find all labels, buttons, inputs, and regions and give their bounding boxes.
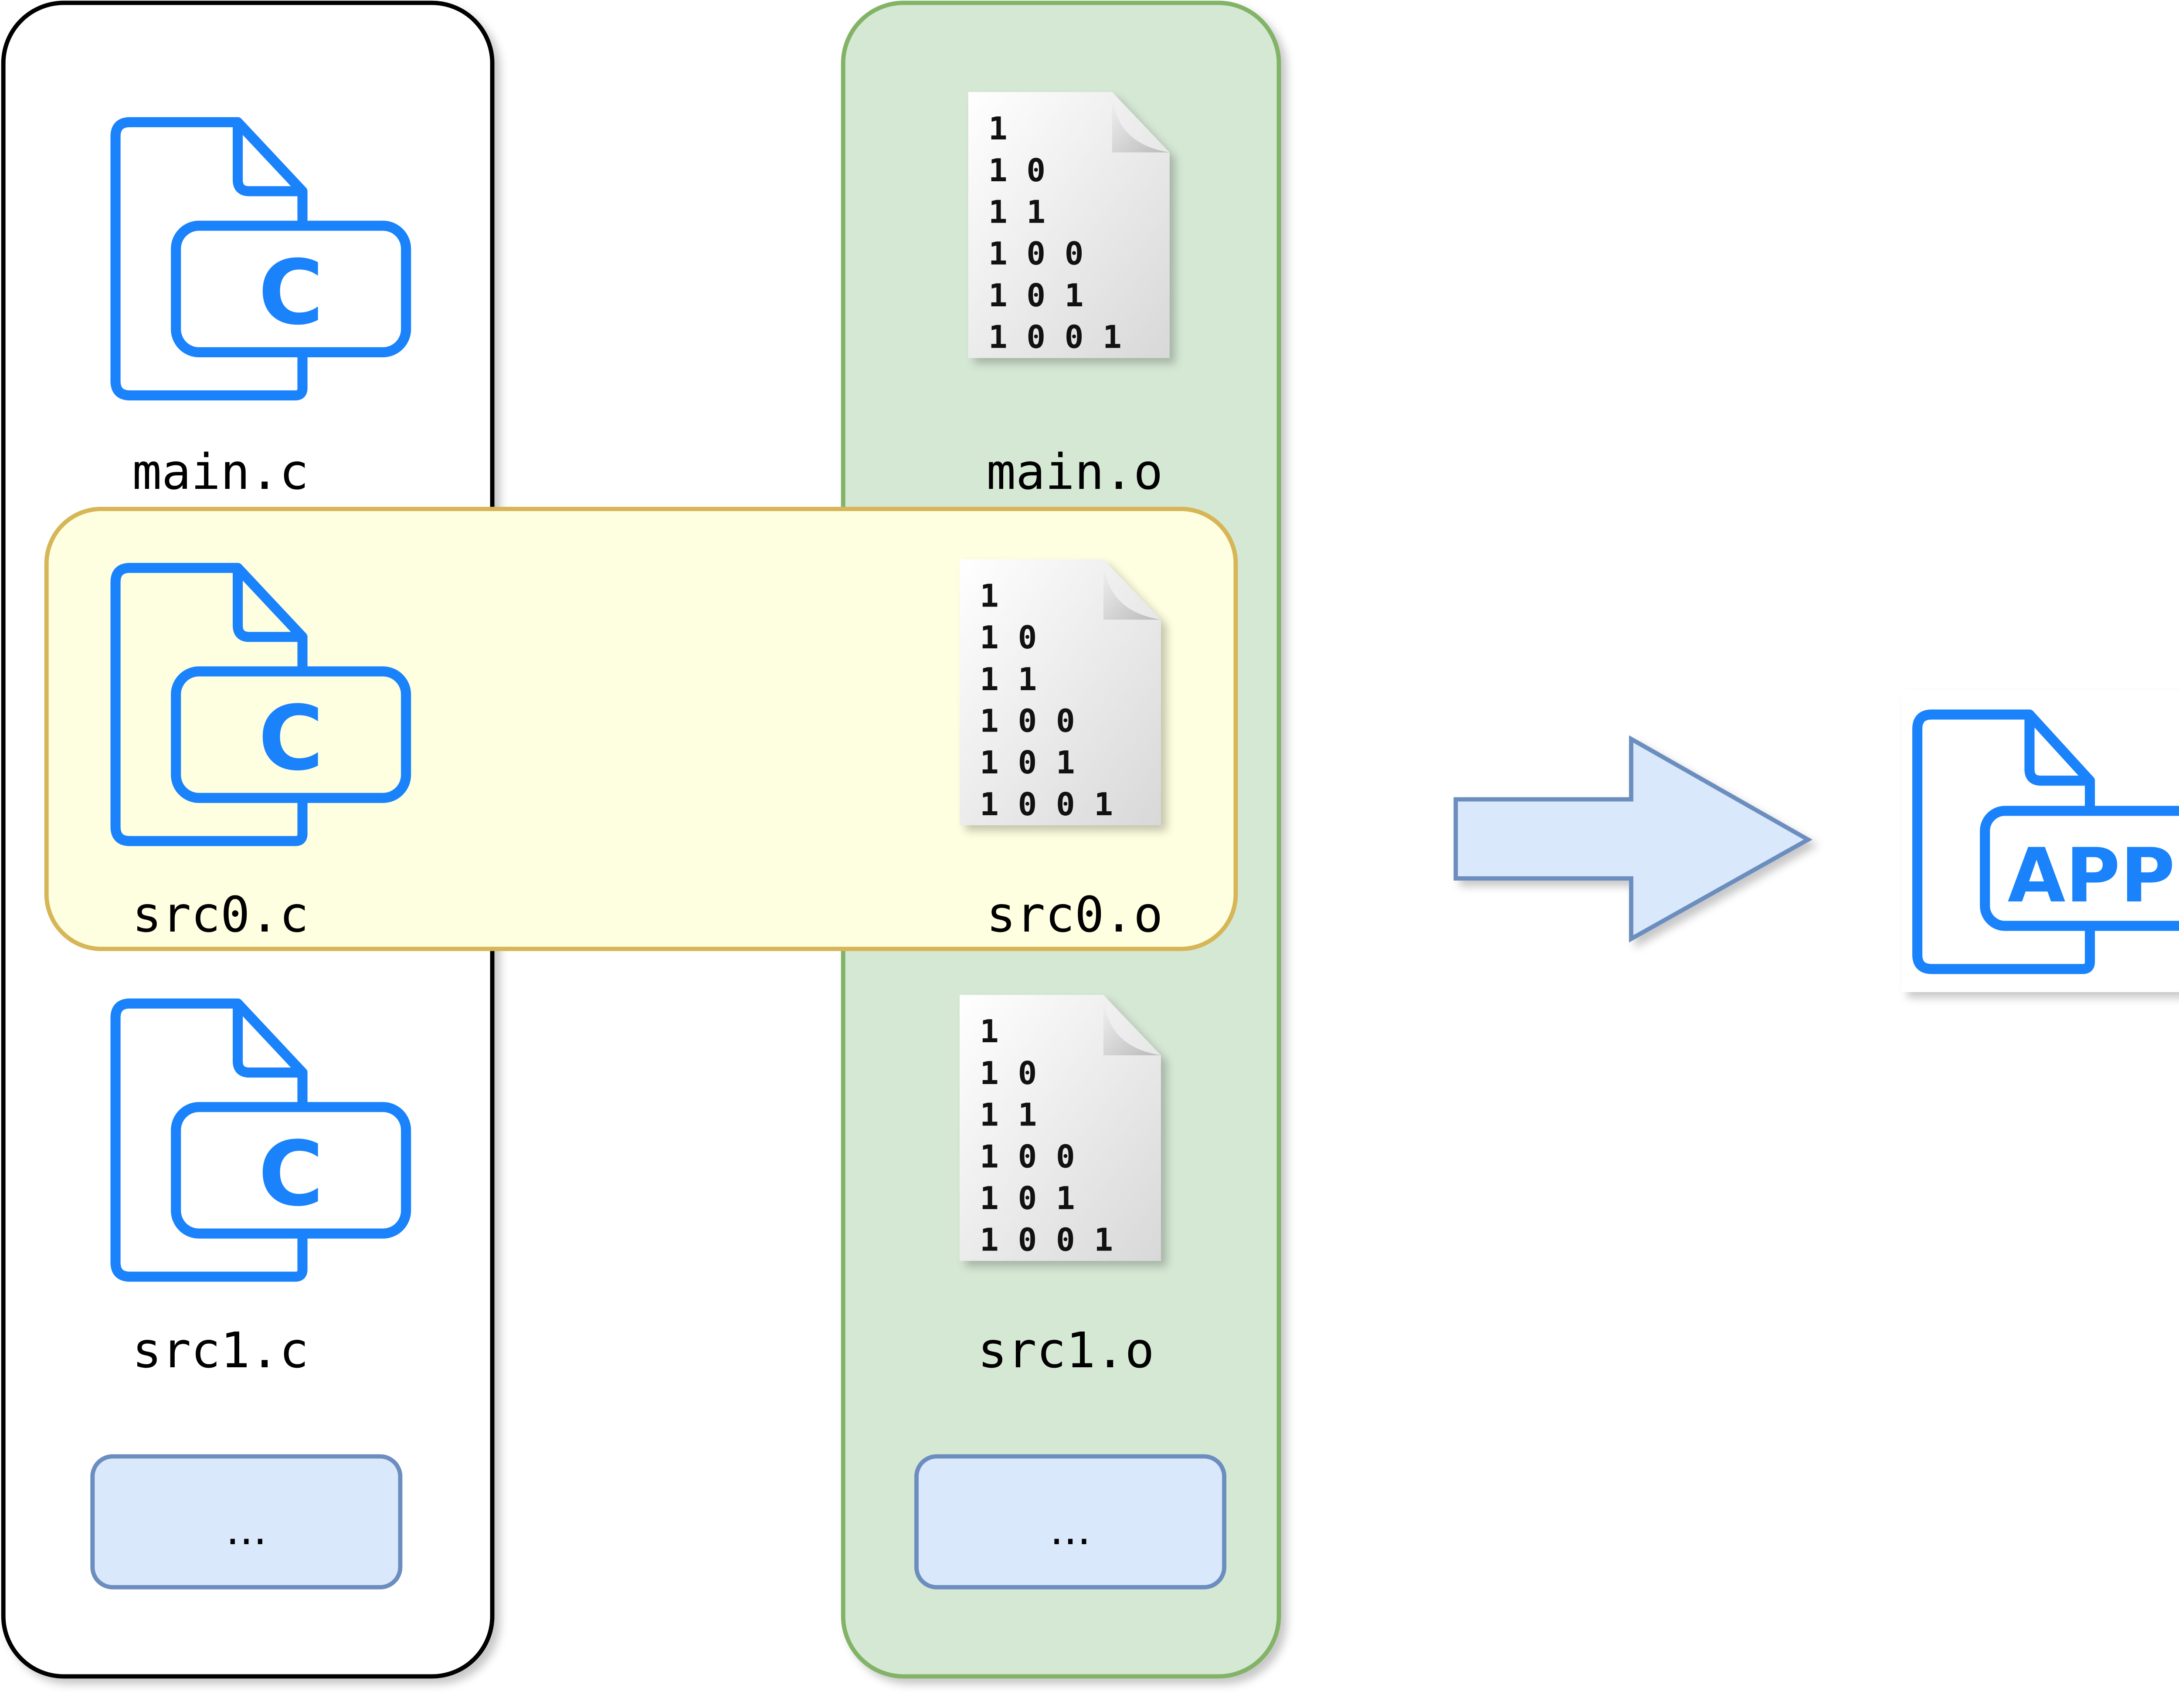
app-icon-text: APP <box>2008 833 2175 919</box>
c-file-icon: C <box>110 117 411 400</box>
binary-line: 1 <box>980 1013 999 1050</box>
source-file-label: main.c <box>132 444 309 501</box>
object-file-label: src0.o <box>986 887 1163 943</box>
highlight-compile-unit <box>44 507 1238 951</box>
more-sources-box <box>90 1454 403 1589</box>
binary-line: 1 0 0 1 <box>980 1222 1113 1259</box>
source-file-label: src1.c <box>132 1322 309 1379</box>
link-arrow <box>1453 735 1812 943</box>
c-letter: C <box>258 1122 324 1226</box>
binary-line: 1 0 0 <box>980 703 1075 740</box>
binary-file-icon: 1 1 0 1 1 1 0 0 1 0 1 1 0 0 1 <box>968 92 1170 358</box>
binary-line: 1 0 1 <box>980 745 1075 781</box>
binary-line: 1 0 1 <box>980 1180 1075 1217</box>
app-file-icon: APP <box>1912 709 2179 974</box>
binary-line: 1 0 <box>980 1055 1037 1092</box>
object-file-label: main.o <box>986 444 1163 501</box>
c-file-icon: C <box>110 563 411 846</box>
binary-line: 1 0 0 1 <box>988 319 1122 356</box>
c-file-icon: C <box>110 998 411 1282</box>
binary-line: 1 0 0 <box>988 236 1083 272</box>
binary-line: 1 <box>980 578 999 614</box>
binary-line: 1 0 <box>980 620 1037 656</box>
binary-line: 1 1 <box>988 194 1045 230</box>
c-letter: C <box>258 687 324 790</box>
binary-line: 1 1 <box>980 1097 1037 1134</box>
binary-line: 1 0 0 <box>980 1139 1075 1175</box>
binary-line: 1 0 <box>988 152 1045 189</box>
object-file-label: src1.o <box>978 1322 1154 1379</box>
binary-line: 1 <box>988 111 1008 147</box>
binary-line: 1 0 1 <box>988 278 1083 314</box>
binary-line: 1 1 <box>980 661 1037 698</box>
more-objects-box <box>914 1454 1227 1589</box>
source-file-label: src0.c <box>132 887 309 943</box>
binary-file-icon: 1 1 0 1 1 1 0 0 1 0 1 1 0 0 1 <box>959 995 1161 1261</box>
c-letter: C <box>258 241 324 345</box>
binary-line: 1 0 0 1 <box>980 786 1113 823</box>
binary-file-icon: 1 1 0 1 1 1 0 0 1 0 1 1 0 0 1 <box>959 559 1161 826</box>
more-objects-label: ... <box>1050 1505 1091 1555</box>
more-sources-label: ... <box>226 1505 267 1555</box>
